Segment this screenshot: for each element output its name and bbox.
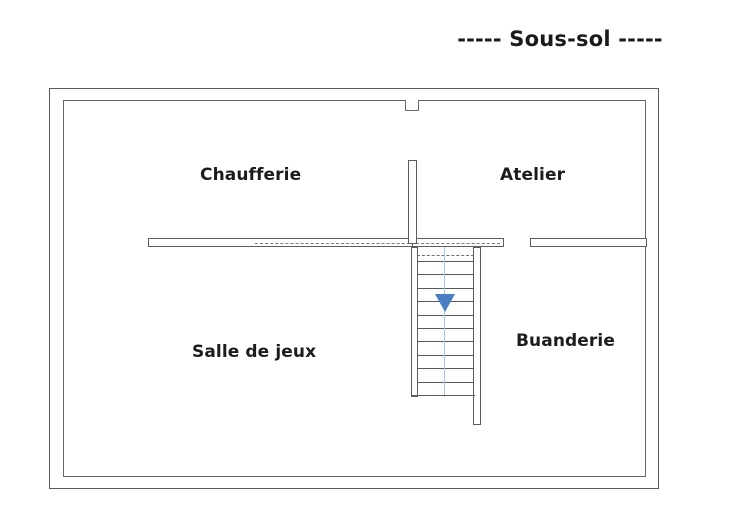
staircase-rail-right <box>473 247 481 425</box>
staircase-tread <box>417 261 474 262</box>
partition-wall-horizontal-middle-dashed <box>416 242 500 244</box>
staircase-tread <box>417 341 474 343</box>
staircase-bottom-edge <box>411 395 475 396</box>
top-wall-notch-mask <box>406 98 418 102</box>
staircase-direction-arrow-icon <box>435 294 455 312</box>
partition-wall-horizontal-right <box>530 238 647 247</box>
staircase-tread <box>417 354 474 356</box>
staircase-tread <box>417 287 474 289</box>
staircase-rail-left <box>411 247 418 397</box>
room-label-chaufferie: Chaufferie <box>200 165 302 185</box>
staircase-tread <box>417 274 474 276</box>
exterior-wall-outer <box>49 88 659 489</box>
staircase-center-line <box>444 247 445 397</box>
staircase-tread <box>417 381 474 383</box>
room-label-buanderie: Buanderie <box>516 331 615 351</box>
exterior-wall-inner <box>63 100 646 477</box>
partition-wall-vertical-top <box>408 160 417 244</box>
staircase <box>411 247 481 425</box>
staircase-tread <box>417 368 474 370</box>
staircase-tread <box>417 328 474 329</box>
staircase-landing-edge <box>417 255 474 256</box>
top-wall-notch <box>405 100 419 111</box>
staircase-treads <box>417 247 474 397</box>
staircase-tread <box>417 314 474 316</box>
room-label-atelier: Atelier <box>500 165 566 185</box>
partition-wall-horizontal-left-dashed <box>255 242 420 244</box>
room-label-salle-de-jeux: Salle de jeux <box>192 342 317 362</box>
page-title: ----- Sous-sol ----- <box>457 27 663 51</box>
